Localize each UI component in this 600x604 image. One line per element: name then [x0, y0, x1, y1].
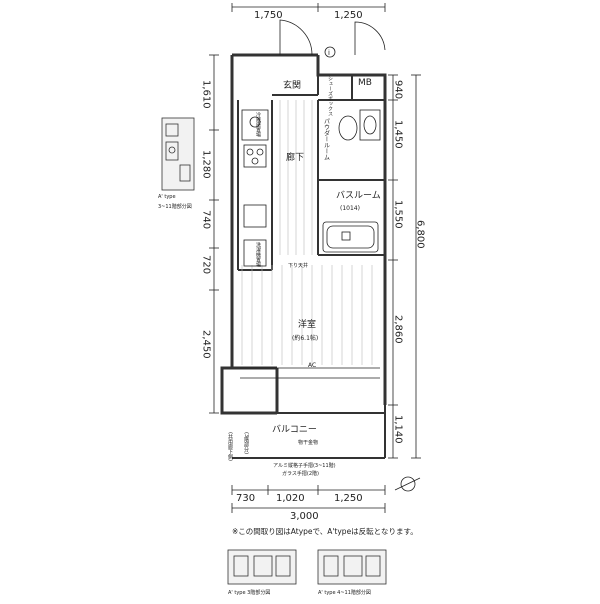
main-note: ※この間取り図はAtypeで、A'typeは反転となります。: [232, 526, 418, 536]
left-dimensions: [209, 54, 219, 414]
compass-icon: [394, 476, 421, 492]
inset-bottom-left-label: A' type 3階部分図: [228, 589, 270, 596]
right-dimensions: [388, 74, 421, 459]
laundry-label: 物干金物: [298, 439, 318, 446]
bath-room-label: バスルーム: [336, 190, 381, 201]
inset-left: [161, 117, 195, 191]
bathtub: [322, 221, 379, 253]
powder-room-label: パウダールーム: [323, 118, 330, 160]
interior-walls: [237, 75, 385, 271]
bath-size-label: (1014): [340, 205, 360, 212]
washer-label: 洗濯機置場: [255, 241, 261, 268]
bottom-dimensions: [231, 485, 386, 513]
dim-right-1: 940: [393, 80, 404, 99]
dim-top-1: 1,750: [254, 10, 283, 21]
dim-left-4: 720: [201, 255, 212, 274]
mb-door-swing: [354, 21, 386, 55]
dim-bottom-3: 1,250: [334, 493, 363, 504]
info-icon-glyph: i: [328, 49, 330, 57]
kitchen-fixtures: [241, 109, 269, 267]
dim-right-4: 2,860: [393, 315, 404, 344]
entry-door-swing: [279, 19, 313, 56]
dim-left-2: 1,280: [201, 150, 212, 179]
balcony-outline: [232, 405, 386, 459]
shoes-box-label: シューズボックス: [327, 76, 333, 116]
genkan-label: 玄関: [283, 79, 301, 91]
dim-right-3: 1,550: [393, 200, 404, 229]
western-room-label: 洋室: [298, 318, 316, 330]
inset-left-sub: 3~11階部分図: [158, 203, 192, 210]
western-size-label: (約6.1帖): [292, 334, 318, 342]
inset-left-title: A' type: [158, 194, 176, 200]
dim-bottom-1: 730: [236, 493, 255, 504]
dim-left-1: 1,610: [201, 80, 212, 109]
drop-ceiling-label: 下り天井: [288, 262, 308, 269]
ac-label: AC: [308, 362, 316, 369]
glass-note: ガラス手摺(2階): [282, 470, 319, 477]
dim-left-5: 2,450: [201, 330, 212, 359]
dim-bottom-total: 3,000: [290, 511, 319, 522]
outer-walls: [220, 53, 387, 415]
refrigerator-label: 冷蔵庫置場: [255, 111, 261, 138]
top-dimensions: [231, 3, 386, 12]
powder-fixtures: [338, 109, 381, 141]
mb-label: MB: [358, 78, 372, 88]
corridor-floor: [279, 100, 313, 255]
western-room-floor: [241, 265, 373, 365]
dim-right-5: 1,140: [393, 415, 404, 444]
left-side-note: (共用廊下側): [227, 432, 233, 461]
dim-left-3: 740: [201, 210, 212, 229]
dim-right-2: 1,450: [393, 120, 404, 149]
dim-top-2: 1,250: [334, 10, 363, 21]
dim-bottom-2: 1,020: [276, 493, 305, 504]
dim-right-total: 6,800: [415, 220, 426, 249]
balcony-label: バルコニー: [272, 424, 317, 435]
info-icon: [324, 46, 336, 58]
corridor-label: 廊下: [286, 151, 304, 163]
inset-bottom-right-label: A' type 4~11階部分図: [318, 589, 371, 596]
inset-bottom-right: [317, 549, 387, 585]
railing-note: アルミ縦格子手摺(3~11階): [273, 462, 336, 469]
right-side-note: (3階部分): [243, 432, 249, 454]
inset-bottom-left: [227, 549, 297, 585]
